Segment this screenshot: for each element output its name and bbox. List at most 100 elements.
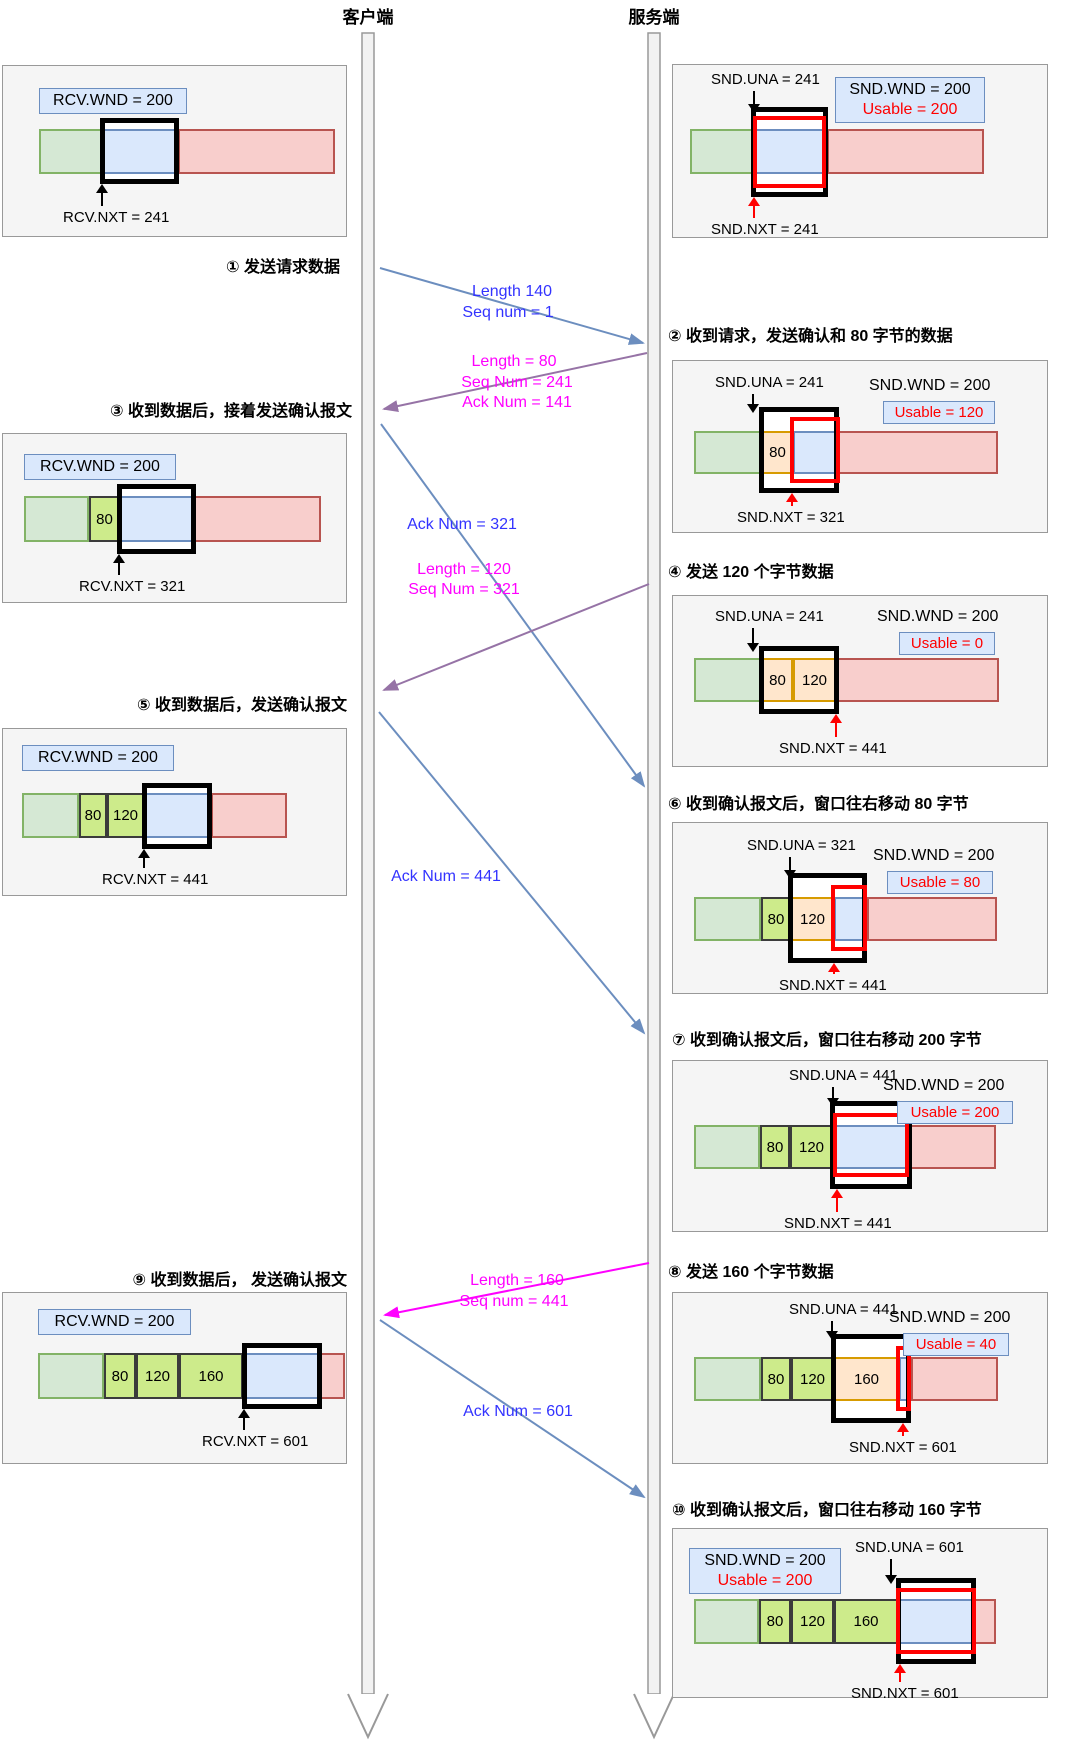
snd-una-arrow [890,1559,892,1582]
buffer-segment [24,496,89,542]
nxt-pointer-arrow-head [897,1423,909,1432]
buffer-segment [178,129,335,174]
buffer-segment [320,1353,345,1399]
buffer-segment [694,1357,761,1401]
buffer-segment [911,1357,998,1401]
buffer-segment-80: 80 [760,1125,790,1169]
nxt-pointer-arrow-head [894,1664,906,1673]
nxt-pointer-label: SND.NXT = 441 [784,1215,892,1232]
nxt-pointer-label: RCV.NXT = 241 [63,209,170,226]
usable-window-outline [833,1113,909,1177]
nxt-pointer-label: SND.NXT = 441 [779,977,887,994]
snd-wnd-label: SND.WND = 200 [883,1077,1005,1094]
nxt-pointer-label: SND.NXT = 241 [711,221,819,238]
buffer-segment-80: 80 [79,793,107,838]
lifeline-bar [361,32,375,1695]
buffer-segment-160: 160 [834,1599,898,1644]
snd-una-arrow-head [747,404,759,413]
window-size-line: RCV.WND = 200 [54,1313,175,1330]
buffer-segment [22,793,79,838]
step-heading: ① 发送请求数据 [226,259,340,276]
snd-una-label: SND.UNA = 441 [789,1067,898,1084]
snd-una-arrow [752,394,754,411]
buffer-segment [867,897,997,941]
buffer-segment-80: 80 [104,1353,136,1399]
snd-wnd-label: SND.WND = 200 [873,847,995,864]
window-size-label: RCV.WND = 200 [38,1309,191,1335]
message-arrow-label: Seq Num = 241 [461,374,573,391]
lifeline-label: 服务端 [628,8,680,27]
lifeline-label: 客户端 [342,8,394,27]
lifeline-bar [647,32,661,1695]
buffer-segment [694,658,762,702]
window-size-line: Usable = 200 [717,1572,813,1589]
nxt-pointer-label: RCV.NXT = 601 [202,1433,309,1450]
usable-label: Usable = 40 [903,1333,1009,1356]
buffer-segment [103,129,178,174]
buffer-segment [974,1599,996,1644]
step-heading: ② 收到请求，发送确认和 80 字节的数据 [668,328,953,345]
send-window-outline [759,646,839,714]
message-arrow [382,583,650,691]
window-size-label: RCV.WND = 200 [39,88,187,114]
buffer-segment [690,129,753,174]
nxt-pointer-arrow [243,1411,245,1430]
buffer-segment [836,431,998,474]
snd-una-arrow-head [784,870,796,879]
send-window-outline [242,1343,322,1409]
usable-label: Usable = 120 [883,401,995,424]
buffer-segment [39,129,103,174]
snd-una-label: SND.UNA = 441 [789,1301,898,1318]
nxt-pointer-arrow [899,1666,901,1682]
buffer-segment [694,431,762,474]
window-size-line: RCV.WND = 200 [40,458,160,475]
buffer-segment-160: 160 [834,1357,899,1401]
lifeline-end-open-arrow-icon [347,1693,389,1740]
nxt-pointer-arrow-head [113,554,125,563]
message-arrow-label: Ack Num = 441 [391,868,501,885]
snd-una-arrow [832,1087,834,1105]
snd-una-arrow-head [826,1331,838,1340]
buffer-segment-120: 120 [791,1599,834,1644]
usable-window-outline [896,1588,976,1654]
buffer-segment-80: 80 [761,1357,791,1401]
usable-label: Usable = 80 [887,871,993,894]
nxt-pointer-label: RCV.NXT = 441 [102,871,209,888]
buffer-segment [211,793,287,838]
message-arrow-label: Length = 120 [417,561,511,578]
usable-window-outline [831,885,867,951]
nxt-pointer-arrow-head [830,714,842,723]
nxt-pointer-arrow [753,199,755,218]
nxt-pointer-arrow-head [786,493,798,502]
snd-una-arrow [831,1321,833,1338]
message-arrow-label: Ack Num = 321 [407,516,517,533]
nxt-pointer-arrow-head [831,1189,843,1198]
buffer-segment [834,897,867,941]
send-window-outline [142,783,212,849]
snd-una-arrow [753,91,755,111]
snd-una-arrow [752,628,754,650]
nxt-pointer-label: SND.NXT = 601 [851,1685,959,1702]
buffer-segment-80: 80 [759,1599,791,1644]
nxt-pointer-label: SND.NXT = 321 [737,509,845,526]
snd-wnd-label: SND.WND = 200 [889,1309,1011,1326]
snd-una-label: SND.UNA = 321 [747,837,856,854]
buffer-segment-80: 80 [761,897,791,941]
snd-una-label: SND.UNA = 241 [711,71,820,88]
send-window-outline [117,484,196,554]
snd-una-label: SND.UNA = 601 [855,1539,964,1556]
usable-window-outline [753,116,826,188]
step-heading: ③ 收到数据后，接着发送确认报文 [110,403,352,420]
step-heading: ⑨ 收到数据后， 发送确认报文 [132,1272,347,1289]
send-window-outline [100,118,179,184]
